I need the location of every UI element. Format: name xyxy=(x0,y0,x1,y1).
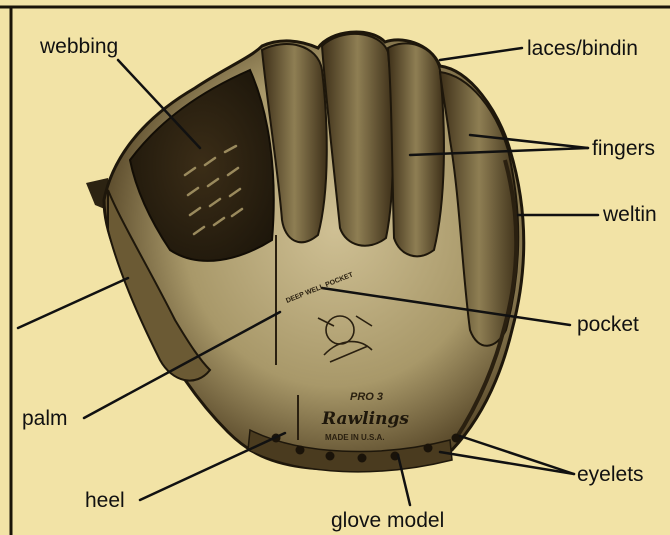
label-welting: weltin xyxy=(603,204,657,225)
pointer-laces xyxy=(440,48,522,60)
label-webbing: webbing xyxy=(40,36,118,57)
model-stamp: PRO 3 xyxy=(350,391,383,403)
label-glove-model: glove model xyxy=(331,510,444,531)
pointer-heel xyxy=(140,433,285,500)
label-palm: palm xyxy=(22,408,68,429)
label-eyelets: eyelets xyxy=(577,464,644,485)
finger-3 xyxy=(388,43,444,256)
brand-stamp: Rawlings xyxy=(321,409,409,429)
pointer-eyelets-b xyxy=(440,452,574,474)
label-pocket: pocket xyxy=(577,314,639,335)
label-fingers: fingers xyxy=(592,138,655,159)
pointer-eyelets-a xyxy=(460,436,574,474)
origin-stamp: MADE IN U.S.A. xyxy=(325,433,385,442)
pointer-left xyxy=(18,278,128,328)
label-laces-binding: laces/bindin xyxy=(527,38,638,59)
label-heel: heel xyxy=(85,490,125,511)
